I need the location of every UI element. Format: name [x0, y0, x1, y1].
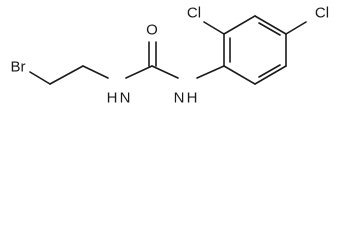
ring-bond-2 — [223, 15, 256, 35]
atom-cl-ortho: Cl — [187, 5, 201, 22]
atom-br: Br — [11, 59, 26, 76]
bond-n-right-ring — [196, 65, 225, 79]
bond-ring-cl-ortho — [203, 21, 225, 35]
atom-n-left-h: H — [107, 90, 118, 107]
ring-bond-3 — [254, 15, 287, 35]
atom-n-right-h: H — [187, 90, 198, 107]
molecule-drawing: Br O H N N H Cl Cl — [11, 5, 330, 107]
ring-bond-6 — [223, 65, 256, 85]
bond-n-left-carbonyl — [125, 65, 153, 79]
bond-br-c1 — [29, 71, 51, 85]
bond-c1-c2 — [49, 65, 84, 85]
atom-n-right: N — [174, 90, 185, 107]
ring-bond-5 — [254, 65, 287, 85]
atom-o: O — [146, 22, 158, 39]
ring-double-3 — [258, 64, 281, 78]
bond-ring-cl-para — [285, 21, 307, 35]
bond-carbonyl-n-right — [151, 65, 179, 79]
ring-double-2 — [258, 22, 281, 36]
bond-layer — [29, 15, 307, 85]
structure-diagram: Br O H N N H Cl Cl — [0, 0, 338, 108]
atom-n-left: N — [120, 90, 131, 107]
atom-cl-para: Cl — [315, 5, 329, 22]
bond-c2-n-left — [82, 65, 109, 79]
atom-label-layer: Br O H N N H Cl Cl — [11, 5, 330, 107]
